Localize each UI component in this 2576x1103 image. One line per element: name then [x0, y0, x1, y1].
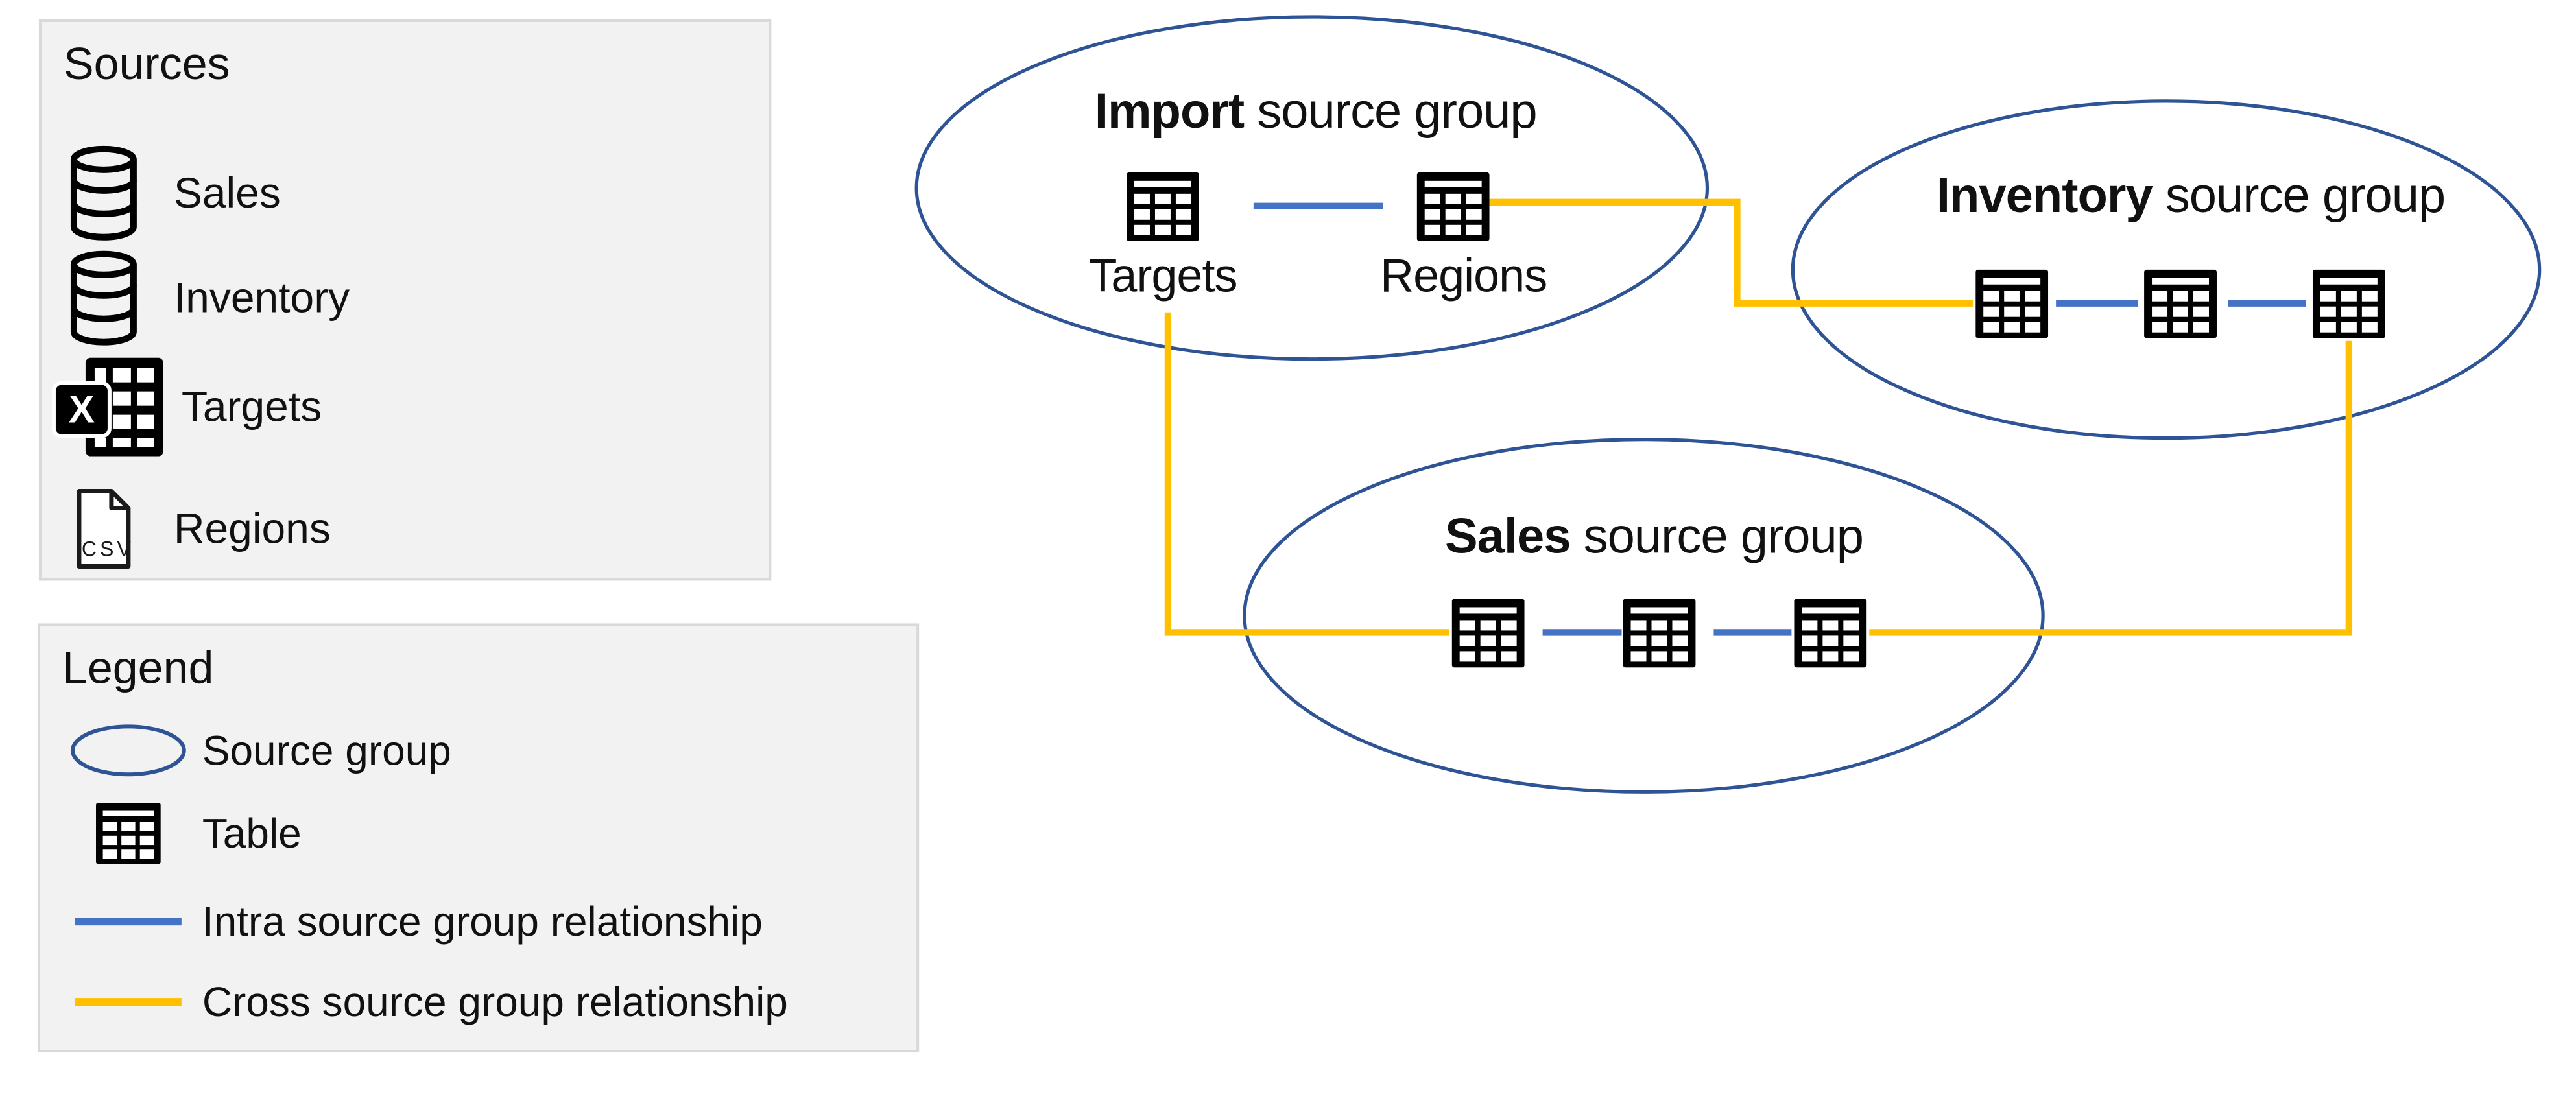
sales-group-title: Sales source group — [1445, 510, 1864, 566]
source-item-targets: X Targets — [42, 353, 769, 462]
table-icon — [61, 801, 196, 866]
source-item-sales: Sales — [42, 139, 769, 248]
table-icon-sales-1 — [1451, 599, 1525, 668]
sales-source-group-ellipse — [1243, 438, 2045, 794]
legend-item-cross-relationship: Cross source group relationship — [40, 966, 916, 1038]
import-group-title: Import source group — [1094, 84, 1538, 141]
sources-panel-title: Sources — [63, 38, 230, 89]
inventory-source-group-ellipse — [1791, 99, 2542, 440]
legend-panel: Legend Source group Table Intra source g… — [37, 623, 920, 1053]
cross-relationship-inventory-to-sales — [1869, 340, 2353, 636]
sources-panel: Sources Sales Inventory X Targets — [38, 19, 772, 581]
source-item-label: Inventory — [173, 273, 350, 322]
legend-item-label: Table — [202, 809, 302, 857]
table-icon-inventory-3 — [2312, 269, 2385, 338]
source-item-inventory: Inventory — [42, 244, 769, 353]
table-icon-import-targets — [1126, 172, 1199, 241]
table-label-regions: Regions — [1380, 248, 1547, 302]
excel-icon: X — [52, 358, 163, 457]
excel-x-badge: X — [69, 388, 95, 431]
legend-item-source-group: Source group — [40, 714, 916, 787]
table-icon-inventory-2 — [2144, 269, 2217, 338]
legend-panel-title: Legend — [62, 643, 214, 694]
legend-item-label: Source group — [202, 726, 451, 774]
table-icon-sales-2 — [1623, 599, 1696, 668]
sales-group-title-bold: Sales — [1445, 510, 1571, 565]
source-item-label: Regions — [173, 504, 331, 552]
database-icon — [52, 145, 156, 241]
table-icon-inventory-1 — [1975, 269, 2049, 338]
csv-file-icon: CSV — [52, 489, 156, 569]
csv-badge: CSV — [82, 537, 132, 560]
import-source-group-ellipse — [914, 15, 1710, 361]
cross-relationship-line-icon — [61, 998, 196, 1006]
table-icon-import-regions — [1416, 172, 1490, 241]
cross-relationship-regions-to-inventory — [1489, 198, 1974, 307]
source-item-label: Targets — [181, 382, 322, 431]
source-item-regions: CSV Regions — [42, 475, 769, 584]
sales-group-title-rest: source group — [1570, 510, 1864, 565]
database-icon — [52, 250, 156, 346]
legend-item-label: Intra source group relationship — [202, 897, 763, 945]
legend-item-intra-relationship: Intra source group relationship — [40, 885, 916, 958]
import-group-title-bold: Import — [1094, 84, 1245, 139]
source-item-label: Sales — [173, 168, 281, 217]
legend-item-table: Table — [40, 797, 916, 870]
inventory-group-title-bold: Inventory — [1936, 169, 2153, 224]
intra-relationship-line-icon — [61, 918, 196, 926]
import-group-title-rest: source group — [1244, 84, 1537, 139]
table-icon-sales-3 — [1794, 599, 1867, 668]
table-label-targets: Targets — [1088, 248, 1237, 302]
inventory-group-title-rest: source group — [2152, 169, 2446, 224]
cross-relationship-targets-to-sales — [1164, 312, 1449, 636]
source-group-ellipse-icon — [61, 722, 196, 779]
legend-item-label: Cross source group relationship — [202, 978, 788, 1025]
inventory-group-title: Inventory source group — [1936, 169, 2446, 225]
